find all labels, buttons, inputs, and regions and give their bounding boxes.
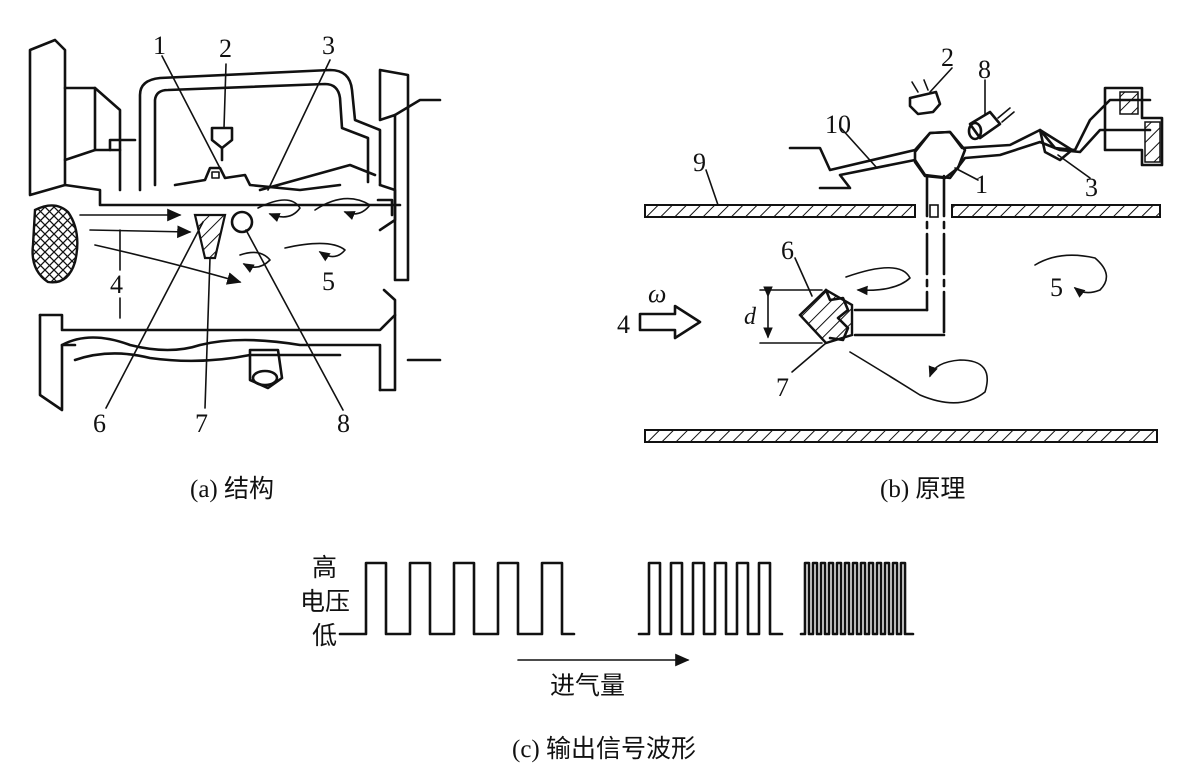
label-b7: 7 xyxy=(776,373,789,402)
label-b5: 5 xyxy=(1050,273,1063,302)
leader-line-7 xyxy=(204,257,211,409)
leader-line-3 xyxy=(267,59,331,191)
label-4: 4 xyxy=(110,270,123,299)
leader-line-7 xyxy=(791,342,827,373)
x-arrow-label: 进气量 xyxy=(550,672,625,700)
right-flange-top xyxy=(393,98,442,117)
waveform-panel: 高 电压 低 进气量 (c) 输出信号波形 xyxy=(300,554,915,763)
leader-line-8 xyxy=(245,229,344,411)
seal xyxy=(31,204,79,284)
mount-hatch xyxy=(1144,121,1161,163)
label-b10: 10 xyxy=(825,110,851,139)
label-b4: 4 xyxy=(617,310,630,339)
caption-a: (a) 结构 xyxy=(190,475,274,503)
label-7: 7 xyxy=(195,409,208,438)
spring-upper xyxy=(788,98,1152,172)
led xyxy=(908,79,942,116)
upper-wall xyxy=(63,183,402,207)
leader-line-2 xyxy=(929,67,953,93)
vortex xyxy=(239,251,271,273)
pipe-wall-bottom xyxy=(644,429,1158,443)
photo-transistor xyxy=(967,107,1015,141)
leader-line-1 xyxy=(161,55,223,173)
caption-b: (b) 原理 xyxy=(880,476,965,503)
waveform-mid-flow xyxy=(637,561,784,636)
mirror-1 xyxy=(913,130,967,180)
y-label-low: 低 xyxy=(312,622,337,650)
pipe-slot xyxy=(929,204,939,218)
flow-arrow xyxy=(94,244,242,285)
label-5: 5 xyxy=(322,267,335,296)
leader-line-2 xyxy=(223,63,227,129)
label-6: 6 xyxy=(93,409,106,438)
left-flange-inner xyxy=(63,86,97,162)
leader-line-9 xyxy=(705,169,719,206)
label-b6: 6 xyxy=(781,236,794,265)
vortex xyxy=(314,197,371,221)
mirror-spot xyxy=(211,171,220,179)
pipe-wall-top-left xyxy=(644,204,916,218)
spring-mount-3 xyxy=(1038,128,1074,162)
leader-line-6 xyxy=(105,221,204,409)
label-2: 2 xyxy=(219,34,232,63)
vortex xyxy=(849,351,988,404)
vortex-5 xyxy=(1034,254,1108,298)
inflow-arrow xyxy=(638,304,702,340)
y-label-mid: 电压 xyxy=(300,588,350,616)
vortex-generator xyxy=(798,288,854,345)
vortex xyxy=(284,242,346,262)
right-flange-step xyxy=(378,183,397,232)
led-body xyxy=(210,126,234,150)
caption-c: (c) 输出信号波形 xyxy=(512,735,696,763)
spring-lower xyxy=(818,128,1152,190)
flow-arrow xyxy=(89,225,192,239)
waveform-low-flow xyxy=(338,561,576,636)
label-b2: 2 xyxy=(941,43,954,72)
photo-transistor xyxy=(230,210,254,234)
waveform-high-flow xyxy=(799,561,915,636)
fitting-bore xyxy=(251,369,279,387)
left-flange-step xyxy=(93,86,122,152)
leader-line-10 xyxy=(839,126,878,169)
label-b3: 3 xyxy=(1085,173,1098,202)
bypass-channel-outer xyxy=(138,68,382,192)
y-label-high: 高 xyxy=(312,554,337,582)
leaf-spring xyxy=(258,163,377,192)
omega-label: ω xyxy=(648,279,666,308)
vortex-generator xyxy=(193,213,227,260)
leader-line-3 xyxy=(1057,154,1091,179)
label-b1: 1 xyxy=(975,170,988,199)
bottom-channel xyxy=(60,336,382,392)
label-8: 8 xyxy=(337,409,350,438)
label-b8: 8 xyxy=(978,55,991,84)
vortex xyxy=(845,267,911,296)
mirror-plate xyxy=(173,166,342,192)
d-label: d xyxy=(744,304,757,330)
principle-drawing: d 4 ω 2 8 10 9 1 3 6 5 7 (b) 原理 xyxy=(617,43,1164,503)
right-outlet-notch xyxy=(376,198,394,217)
label-3: 3 xyxy=(322,31,335,60)
bypass-channel-inner xyxy=(153,82,370,187)
left-flange xyxy=(28,38,67,197)
label-b9: 9 xyxy=(693,148,706,177)
right-flange-lower xyxy=(378,288,397,392)
mount-hatch xyxy=(1119,91,1139,115)
leader-line-1 xyxy=(954,167,979,181)
bottom-wall-upper xyxy=(38,313,397,332)
vortex xyxy=(257,199,301,223)
bottom-channel-inner xyxy=(73,352,342,363)
generator-teeth xyxy=(824,288,850,342)
bottom-left-foot xyxy=(38,313,77,412)
mount-block xyxy=(1103,86,1164,167)
bypass-lip xyxy=(108,138,137,152)
pipe-wall-top-right xyxy=(951,204,1161,218)
structure-drawing: 1 2 3 4 5 6 7 8 (a) 结构 xyxy=(28,31,442,503)
right-flange xyxy=(378,68,410,282)
leader-line-6 xyxy=(794,257,813,297)
label-1: 1 xyxy=(153,31,166,60)
